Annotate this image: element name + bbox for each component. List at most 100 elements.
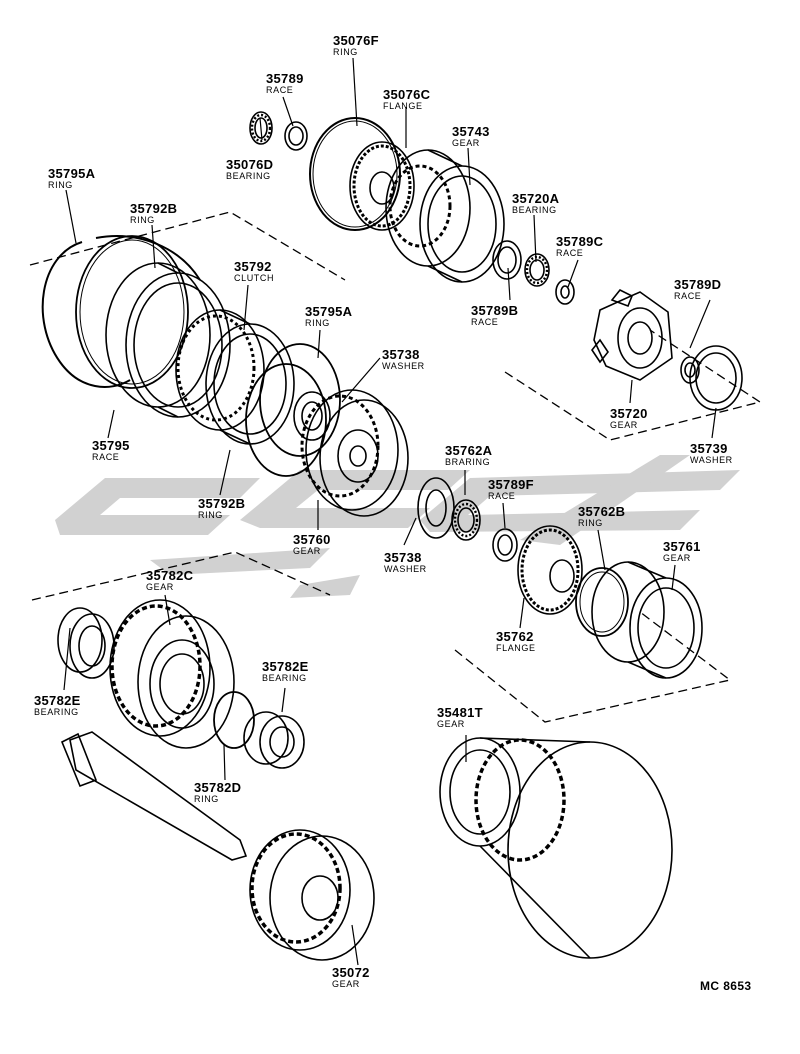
part-35072-gear	[249, 829, 375, 961]
label-35789d: 35789D RACE	[674, 278, 721, 301]
label-35761: 35761 GEAR	[663, 540, 701, 563]
part-name: RACE	[471, 317, 499, 327]
leader-lines	[63, 57, 717, 966]
part-35076c-flange	[349, 141, 415, 231]
part-number: 35762A	[445, 443, 493, 458]
part-number: 35760	[293, 532, 331, 547]
part-name: GEAR	[663, 553, 691, 563]
part-name: RACE	[674, 291, 702, 301]
part-35792b-ring-bot	[245, 363, 327, 477]
part-name: BEARING	[226, 171, 271, 181]
part-number: 35720	[610, 406, 648, 421]
label-35072: 35072 GEAR	[332, 966, 370, 989]
label-35782e-left: 35782E BEARING	[34, 694, 81, 717]
part-35762a-bearing	[451, 499, 481, 541]
part-35762-flange	[517, 525, 583, 615]
part-name: RING	[198, 510, 223, 520]
label-35481t: 35481T GEAR	[437, 706, 483, 729]
part-number: 35782E	[34, 693, 81, 708]
part-name: GEAR	[610, 420, 638, 430]
part-35789f-race	[492, 528, 518, 562]
part-35789c-race	[555, 279, 575, 305]
part-35738-washer-top	[293, 391, 331, 441]
label-35795a-top: 35795A RING	[48, 167, 95, 190]
part-number: 35789C	[556, 234, 604, 249]
label-35076f: 35076F RING	[333, 34, 379, 57]
label-35792b-bot: 35792B RING	[198, 497, 245, 520]
diagram-code: MC 8653	[700, 979, 752, 993]
part-number: 35743	[452, 124, 490, 139]
part-number: 35789	[266, 71, 304, 86]
part-name: RING	[333, 47, 358, 57]
part-35481t-gear	[439, 737, 673, 959]
part-35782e-bearing-left	[57, 607, 115, 679]
label-35760: 35760 GEAR	[293, 533, 331, 556]
part-name: WASHER	[690, 455, 733, 465]
label-35795: 35795 RACE	[92, 439, 130, 462]
label-35792b-top: 35792B RING	[130, 202, 177, 225]
part-name: RING	[48, 180, 73, 190]
part-35782c-gear	[109, 599, 235, 749]
part-name: RING	[194, 794, 219, 804]
part-name: BEARING	[512, 205, 557, 215]
label-35076d: 35076D BEARING	[226, 158, 273, 181]
part-name: RACE	[488, 491, 516, 501]
part-35792-clutch	[175, 309, 295, 445]
label-35720a: 35720A BEARING	[512, 192, 559, 215]
part-35795-race	[105, 262, 231, 418]
part-name: RING	[130, 215, 155, 225]
label-35782c: 35782C GEAR	[146, 569, 193, 592]
group-outlines	[29, 211, 762, 723]
part-number: 35789D	[674, 277, 722, 292]
part-name: RING	[578, 518, 603, 528]
label-35762a: 35762A BRARING	[445, 444, 492, 467]
part-number: 35789B	[471, 303, 519, 318]
label-35789c: 35789C RACE	[556, 235, 603, 258]
part-35743-gear	[385, 149, 505, 283]
watermark-logo	[55, 455, 740, 598]
part-number: 35792B	[130, 201, 178, 216]
part-name: WASHER	[382, 361, 425, 371]
part-number: 35761	[663, 539, 701, 554]
part-number: 35076C	[383, 87, 431, 102]
part-name: WASHER	[384, 564, 427, 574]
part-name: GEAR	[293, 546, 321, 556]
part-35762b-ring	[575, 567, 629, 637]
part-35782e-bearing-right	[243, 711, 305, 769]
label-35789b: 35789B RACE	[471, 304, 518, 327]
part-name: GEAR	[146, 582, 174, 592]
label-35739: 35739 WASHER	[690, 442, 733, 465]
part-number: 35795A	[305, 304, 353, 319]
label-35782d: 35782D RING	[194, 781, 241, 804]
part-number: 35789F	[488, 477, 534, 492]
label-35789f: 35789F RACE	[488, 478, 534, 501]
label-35789: 35789 RACE	[266, 72, 304, 95]
part-shaft	[60, 731, 248, 861]
part-name: GEAR	[332, 979, 360, 989]
part-number: 35792B	[198, 496, 246, 511]
label-35792: 35792 CLUTCH	[234, 260, 274, 283]
part-35739-washer	[689, 345, 743, 411]
part-name: RING	[305, 318, 330, 328]
part-name: GEAR	[437, 719, 465, 729]
label-35720: 35720 GEAR	[610, 407, 648, 430]
label-35782e-right: 35782E BEARING	[262, 660, 309, 683]
part-number: 35481T	[437, 705, 483, 720]
part-number: 35720A	[512, 191, 560, 206]
part-35760-gear	[300, 389, 409, 517]
part-number: 35072	[332, 965, 370, 980]
part-35720a-bearing	[524, 253, 550, 287]
part-name: CLUTCH	[234, 273, 275, 283]
part-number: 35076F	[333, 33, 379, 48]
part-name: RACE	[92, 452, 120, 462]
part-35782d-ring	[213, 691, 255, 749]
part-35789b-race	[492, 240, 522, 280]
label-35076c: 35076C FLANGE	[383, 88, 430, 111]
label-35795a-mid: 35795A RING	[305, 305, 352, 328]
part-number: 35739	[690, 441, 728, 456]
part-name: FLANGE	[496, 643, 536, 653]
part-number: 35795	[92, 438, 130, 453]
part-name: FLANGE	[383, 101, 423, 111]
part-name: RACE	[556, 248, 584, 258]
